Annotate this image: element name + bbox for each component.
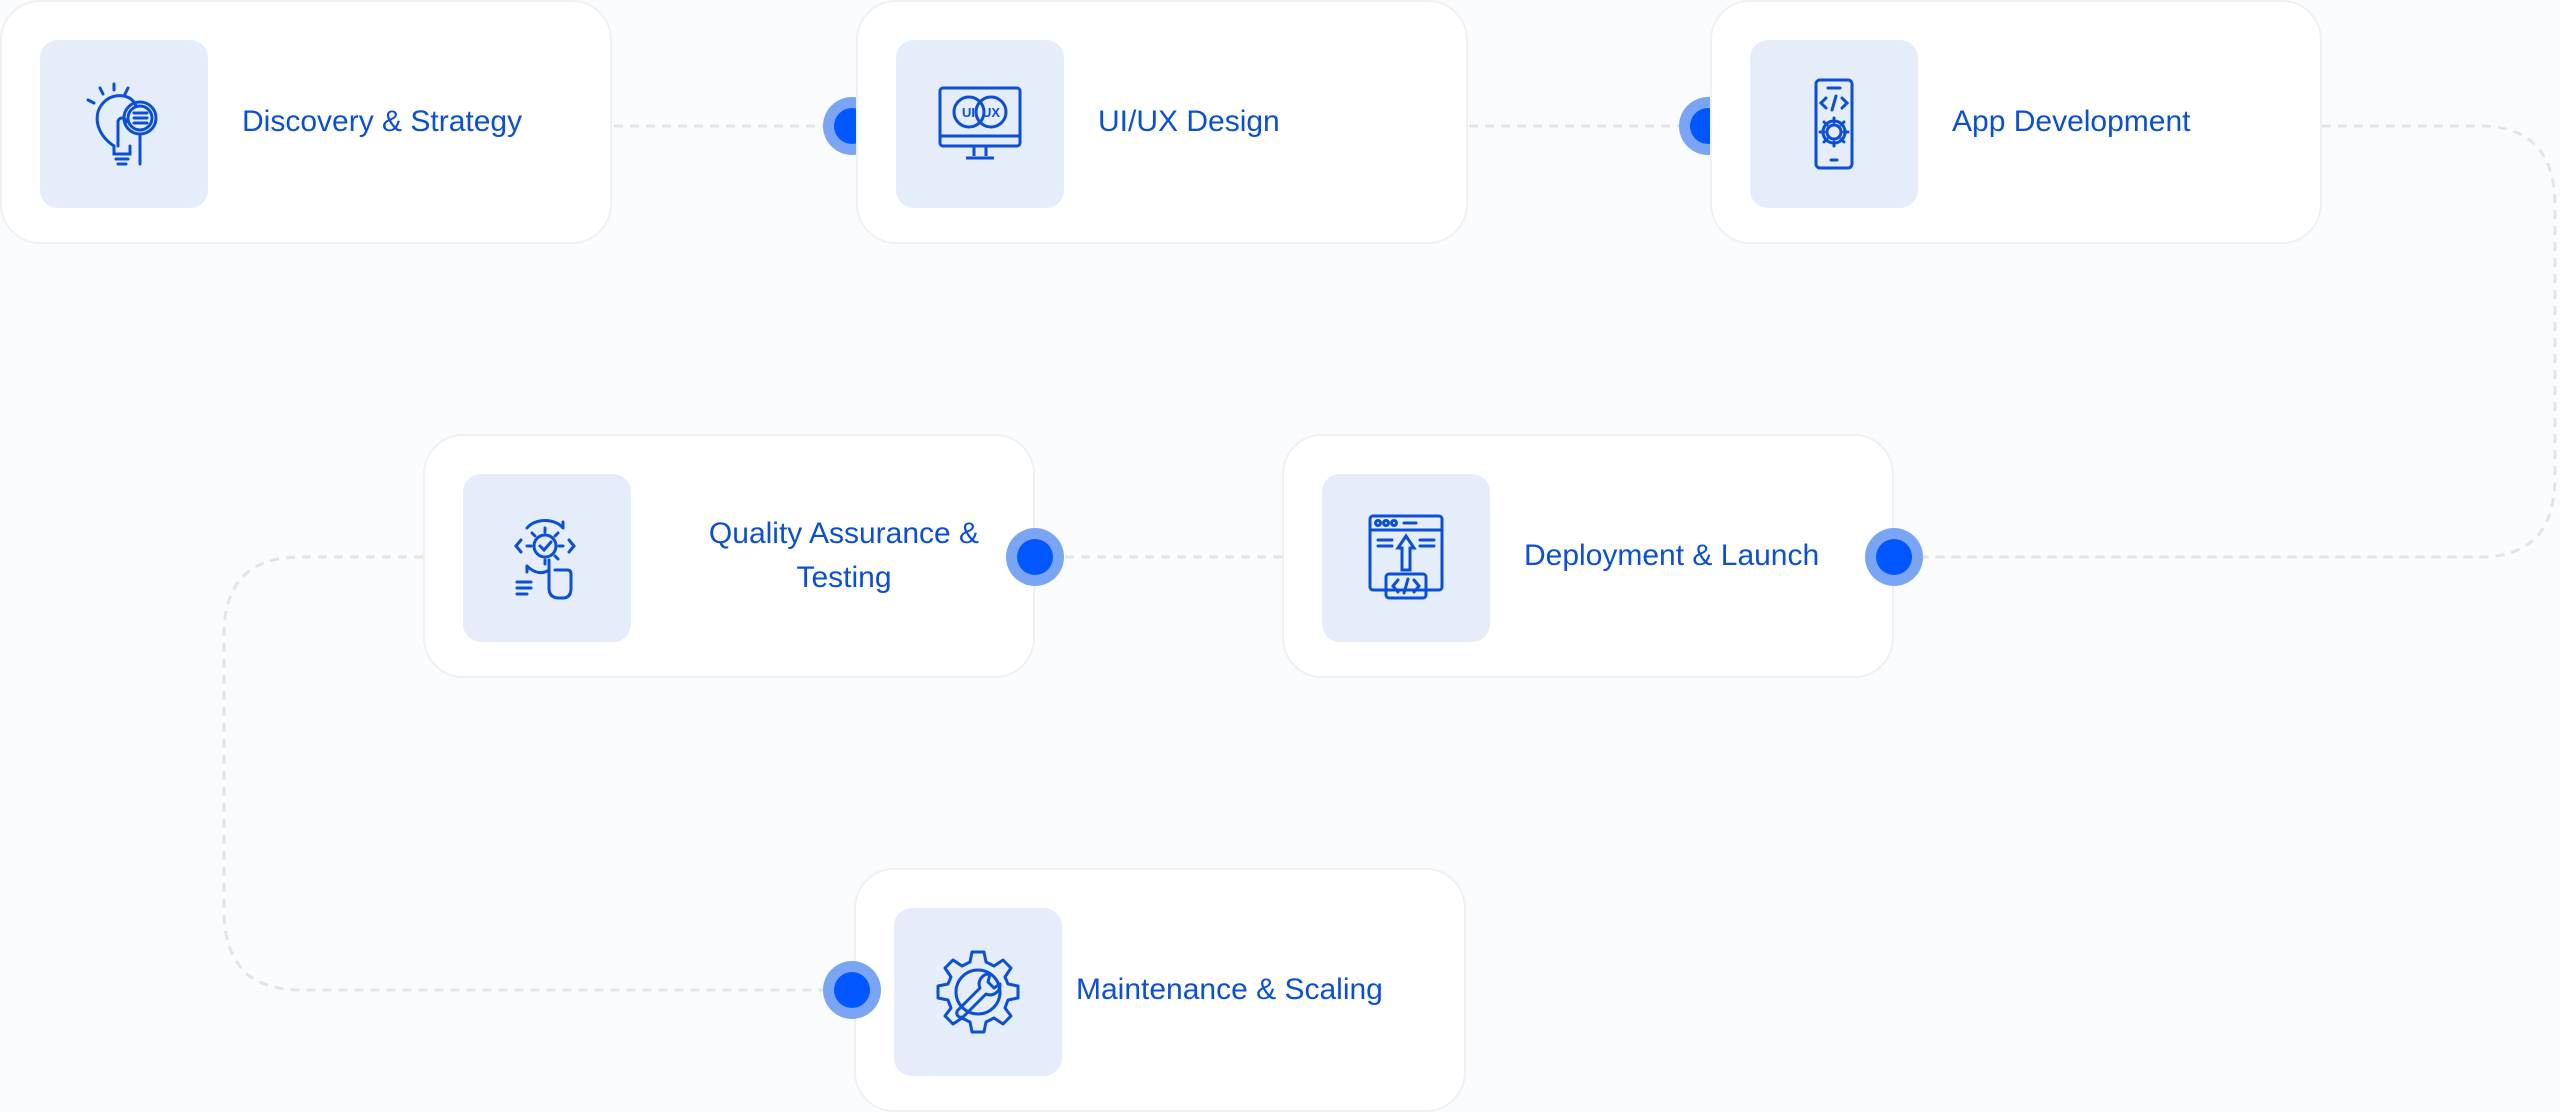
- phone-code-gear-icon: [1750, 40, 1918, 208]
- step-label: Quality Assurance & Testing: [708, 517, 980, 594]
- step-card-app-development: App Development: [1710, 0, 2322, 244]
- step-label: App Development: [1952, 105, 2191, 138]
- step-label: UI/UX Design: [1098, 105, 1280, 138]
- step-marker-dot: [1006, 528, 1064, 586]
- gear-check-hand-icon: [463, 474, 631, 642]
- connector-3-4: [1894, 124, 2557, 559]
- step-card-deployment: Deployment & Launch: [1282, 434, 1894, 678]
- browser-upload-code-icon: [1322, 474, 1490, 642]
- step-label: Deployment & Launch: [1524, 539, 1820, 572]
- step-card-maintenance: Maintenance & Scaling: [854, 868, 1466, 1112]
- step-card-discovery: Discovery & Strategy: [0, 0, 612, 244]
- step-card-uiux: UI UX UI/UX Design: [856, 0, 1468, 244]
- step-label: Maintenance & Scaling: [1076, 973, 1383, 1006]
- step-label: Discovery & Strategy: [242, 105, 523, 138]
- svg-text:UI: UI: [962, 105, 975, 120]
- gear-wrench-icon: [894, 908, 1062, 1076]
- lightbulb-magnifier-icon: [40, 40, 208, 208]
- step-marker-dot: [1865, 528, 1923, 586]
- step-card-quality-assurance: Quality Assurance & Testing: [423, 434, 1035, 678]
- svg-text:UX: UX: [982, 105, 1000, 120]
- connector-5-6: [222, 555, 851, 992]
- monitor-uiux-icon: UI UX: [896, 40, 1064, 208]
- step-marker-dot: [823, 961, 881, 1019]
